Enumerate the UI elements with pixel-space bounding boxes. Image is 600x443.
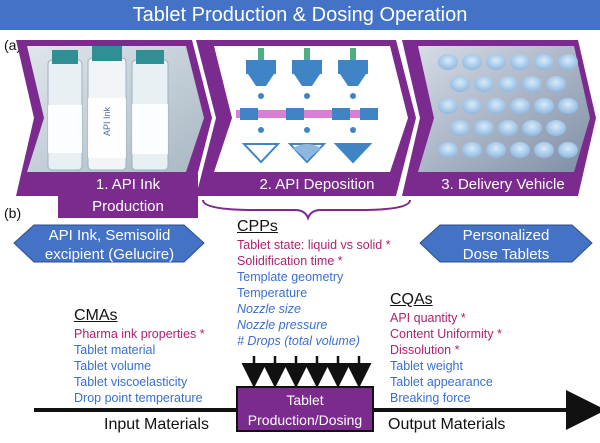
tablet bbox=[546, 76, 566, 92]
tablet bbox=[486, 98, 506, 114]
tablet bbox=[462, 98, 482, 114]
tablet bbox=[510, 54, 530, 70]
cpps-item: Solidification time * bbox=[237, 254, 343, 268]
tablet bbox=[522, 76, 542, 92]
tablet bbox=[462, 54, 482, 70]
tablet bbox=[474, 120, 494, 136]
output-materials-label: Output Materials bbox=[388, 416, 506, 433]
cqas-item: Tablet appearance bbox=[390, 375, 493, 389]
output-hexagon bbox=[419, 224, 593, 263]
tablet bbox=[510, 142, 530, 158]
tablet bbox=[522, 120, 542, 136]
step-3-chevron bbox=[402, 40, 596, 196]
cmas-item: Pharma ink properties * bbox=[74, 327, 205, 341]
tablet bbox=[498, 76, 518, 92]
cpps-item: Nozzle pressure bbox=[237, 318, 328, 332]
tablet bbox=[438, 142, 458, 158]
process-box: Tablet Production/Dosing bbox=[236, 386, 374, 432]
figure-title: Tablet Production & Dosing Operation bbox=[0, 0, 600, 30]
tablet bbox=[534, 98, 554, 114]
tablet bbox=[546, 120, 566, 136]
collection-funnels bbox=[241, 143, 373, 164]
tablet bbox=[450, 76, 470, 92]
tablet bbox=[558, 54, 578, 70]
output-hexagon-text: Personalized Dose Tablets bbox=[462, 227, 550, 263]
cqas-group: CQAs API quantity * Content Uniformity * D… bbox=[390, 290, 502, 406]
panel-b-label: (b) bbox=[4, 205, 22, 221]
tablet bbox=[558, 142, 578, 158]
cpps-item: Tablet state: liquid vs solid * bbox=[237, 238, 391, 252]
droplets bbox=[258, 93, 356, 133]
cpps-heading: CPPs bbox=[237, 218, 278, 235]
vial-label: API Ink bbox=[102, 106, 112, 136]
tablet bbox=[486, 142, 506, 158]
step-1-label: 1. API Ink Production bbox=[58, 174, 198, 218]
input-hexagon bbox=[13, 224, 205, 263]
vial-image bbox=[47, 46, 169, 171]
cmas-item: Tablet viscoelasticity bbox=[74, 375, 188, 389]
cpps-item: Nozzle size bbox=[237, 302, 301, 316]
tablet bbox=[534, 54, 554, 70]
tablet bbox=[474, 76, 494, 92]
cqas-item: API quantity * bbox=[390, 311, 466, 325]
cqas-item: Tablet weight bbox=[390, 359, 463, 373]
cpps-group: CPPs Tablet state: liquid vs solid * Soli… bbox=[237, 217, 391, 349]
cpps-item: Temperature bbox=[237, 286, 308, 300]
tablet bbox=[438, 54, 458, 70]
cmas-item: Tablet volume bbox=[74, 359, 152, 373]
nozzle-array bbox=[246, 48, 368, 86]
input-materials-label: Input Materials bbox=[104, 416, 209, 433]
step-1-chevron bbox=[16, 40, 212, 196]
tablet bbox=[510, 98, 530, 114]
tablet bbox=[486, 54, 506, 70]
cpps-item: Template geometry bbox=[237, 270, 344, 284]
cqas-item: Breaking force bbox=[390, 391, 471, 405]
cmas-item: Drop point temperature bbox=[74, 391, 203, 405]
cmas-group: CMAs Pharma ink properties * Tablet mater… bbox=[74, 306, 205, 406]
cqas-heading: CQAs bbox=[390, 291, 433, 308]
tablet bbox=[534, 142, 554, 158]
cmas-item: Tablet material bbox=[74, 343, 156, 357]
tablet bbox=[558, 98, 578, 114]
tablets-image bbox=[438, 54, 578, 158]
step-2-label: 2. API Deposition bbox=[242, 174, 392, 196]
tablet bbox=[438, 98, 458, 114]
bracket bbox=[202, 199, 411, 221]
cmas-heading: CMAs bbox=[74, 307, 118, 324]
cqas-item: Dissolution * bbox=[390, 343, 460, 357]
template-strip bbox=[236, 108, 378, 120]
cqas-item: Content Uniformity * bbox=[390, 327, 502, 341]
cpps-item: # Drops (total volume) bbox=[237, 334, 360, 348]
tablet bbox=[450, 120, 470, 136]
step-3-label: 3. Delivery Vehicle bbox=[434, 174, 572, 196]
step-2-chevron bbox=[196, 40, 416, 196]
tablet bbox=[498, 120, 518, 136]
tablet bbox=[462, 142, 482, 158]
parameter-arrows bbox=[241, 356, 372, 388]
input-hexagon-text: API Ink, Semisolid excipient (Gelucire) bbox=[44, 227, 175, 263]
